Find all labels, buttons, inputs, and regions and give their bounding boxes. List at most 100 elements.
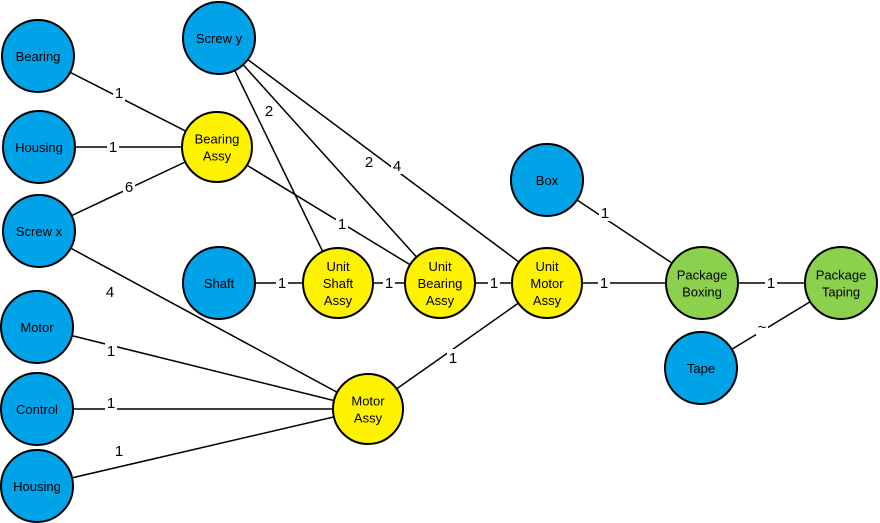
edge-label-bg [598,274,610,291]
node-label-line: Shaft [323,276,354,291]
edge-motor_assy-to-unit_motor_assy [367,282,548,410]
node-label-line: Motor [20,320,54,335]
assembly-node-circle [302,247,374,319]
node-tape: Tape [664,331,738,405]
node-label-line: Screw x [16,224,63,239]
node-label-line: Motor [530,276,564,291]
node-label-line: Bearing [418,276,463,291]
node-bearing: Bearing [1,19,75,93]
node-label-line: Motor [351,394,385,409]
edge-screw_y-to-unit_bearing_assy [218,37,441,284]
node-label-line: Housing [15,140,63,155]
node-screw-x: Screw x [2,194,76,268]
edge-quantity-label: 1 [601,205,609,222]
node-control: Control [0,372,74,446]
assembly-node-circle [404,247,476,319]
node-label-line: Control [16,402,58,417]
part-node-circle [0,290,74,364]
edge-label-bg [113,442,125,459]
assembly-node-circle [332,373,404,445]
edge-quantity-label: 1 [107,395,115,412]
node-screw-y: Screw y [182,1,256,75]
part-node-circle [1,19,75,93]
node-label-line: Tape [687,361,715,376]
edge-label-bg [765,274,777,291]
node-label-line: Screw y [196,31,243,46]
edge-label-bg [336,215,348,232]
edge-quantity-label: 1 [490,275,498,292]
node-label-line: Housing [13,479,61,494]
edge-quantity-label: 1 [278,275,286,292]
edge-label-bg [383,274,395,291]
node-label-line: Package [677,268,728,283]
node-label-line: Package [816,268,867,283]
node-label-line: Unit [428,259,452,274]
part-node-circle [2,110,76,184]
part-node-circle [2,194,76,268]
node-label-line: Unit [326,259,350,274]
node-housing1: Housing [2,110,76,184]
edge-label-bg [363,153,375,170]
node-label-line: Unit [535,259,559,274]
node-motor: Motor [0,290,74,364]
edge-label-bg [756,318,768,335]
edge-quantity-label: 1 [449,350,457,367]
edge-quantity-label: ~ [758,319,767,336]
part-node-circle [510,143,584,217]
node-label-line: Assy [324,293,353,308]
edge-quantity-label: 2 [265,103,273,120]
edge-housing2-to-motor_assy [36,408,369,487]
edge-label-bg [276,274,288,291]
edge-label-bg [105,394,117,411]
node-label-line: Assy [426,293,455,308]
edge-bearing_assy-to-unit_bearing_assy [216,146,441,284]
edge-quantity-label: 2 [365,154,373,171]
edge-label-bg [263,102,275,119]
part-node-circle [0,449,74,523]
node-box: Box [510,143,584,217]
node-label-line: Assy [203,149,232,164]
edge-screw_x-to-motor_assy [38,230,369,410]
part-node-circle [0,372,74,446]
edge-quantity-label: 1 [600,275,608,292]
edge-quantity-label: 1 [338,216,346,233]
node-label-line: Boxing [682,285,722,300]
edge-quantity-label: 1 [107,343,115,360]
edge-screw_y-to-unit_motor_assy [218,37,548,284]
edge-label-bg [599,204,611,221]
node-label-line: Assy [354,411,383,426]
edge-screw_y-to-unit_shaft_assy [218,37,339,284]
node-label-line: Bearing [195,132,240,147]
packaging-node-circle [804,246,878,320]
edge-label-bg [113,84,125,101]
part-node-circle [664,331,738,405]
packaging-node-circle [665,246,739,320]
edge-motor-to-motor_assy [36,326,369,410]
edge-quantity-label: 1 [115,443,123,460]
node-housing2: Housing [0,449,74,523]
edge-label-bg [391,157,403,174]
edge-quantity-label: 6 [125,179,133,196]
node-label-line: Assy [533,293,562,308]
assembly-node-circle [181,111,253,183]
node-label-line: Box [536,173,559,188]
node-shaft: Shaft [182,246,256,320]
node-label-line: Shaft [204,276,235,291]
edge-label-bg [488,274,500,291]
node-label-line: Taping [822,285,860,300]
edge-label-bg [123,178,135,195]
node-label-line: Bearing [16,49,61,64]
edge-quantity-label: 4 [393,158,401,175]
part-node-circle [182,1,256,75]
edge-label-bg [104,283,116,300]
